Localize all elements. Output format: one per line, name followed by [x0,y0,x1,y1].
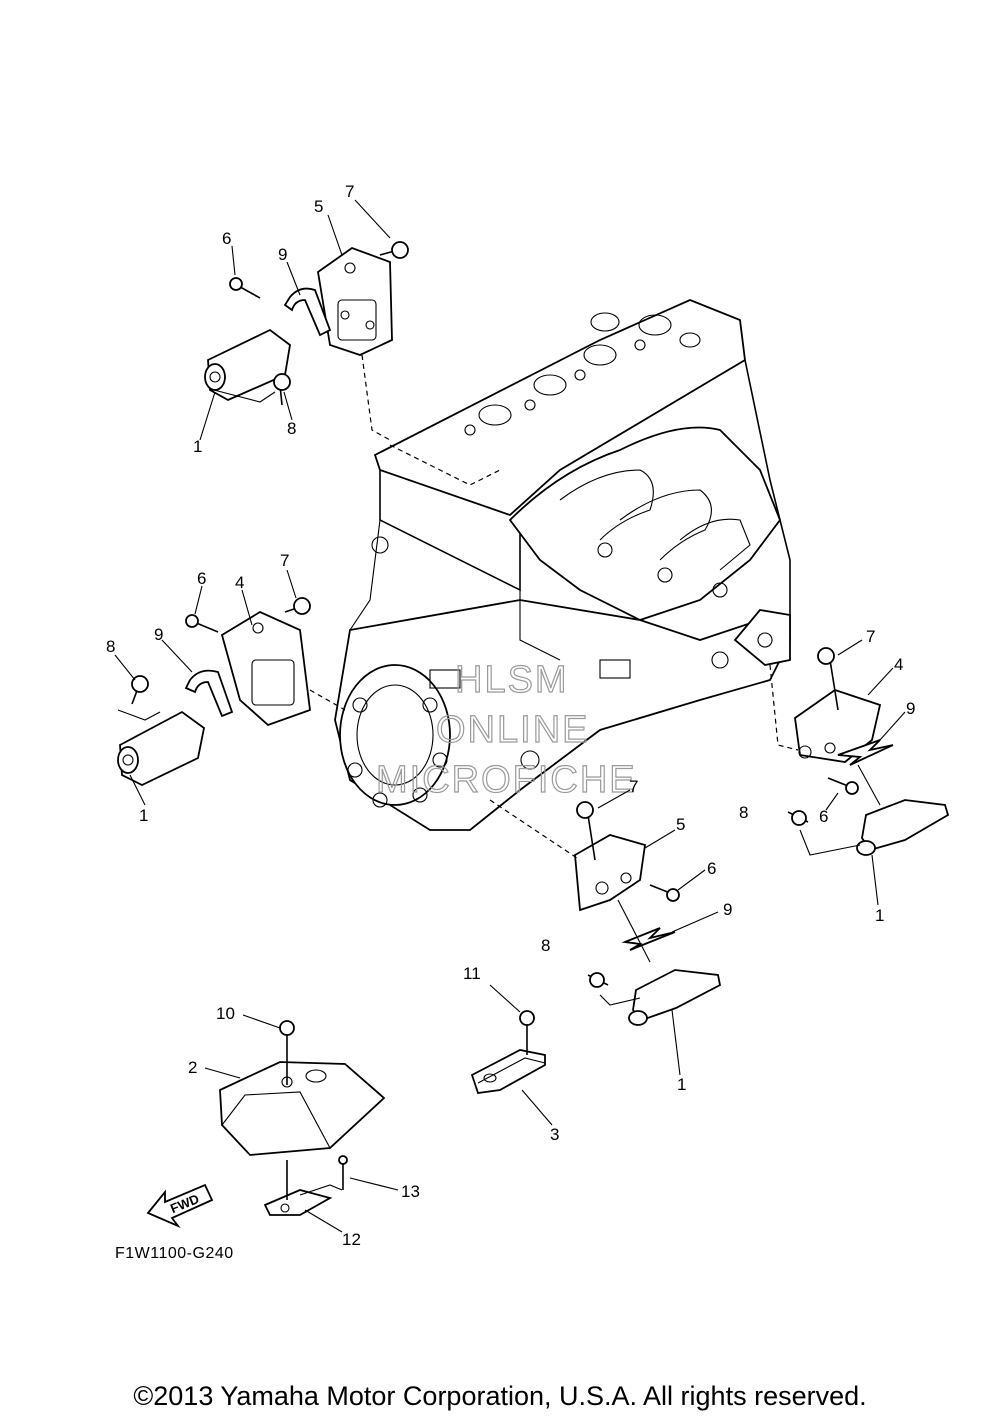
fwd-arrow-icon: FWD [146,1183,214,1229]
callout-12: 12 [342,1230,361,1249]
watermark-line-2: ONLINE [436,709,589,751]
upper-left-mount-assembly [199,199,409,441]
copyright-notice: ©2013 Yamaha Motor Corporation, U.S.A. A… [133,1381,867,1411]
callout-3: 3 [550,1125,559,1144]
callout-1: 1 [139,806,148,825]
callout-8: 8 [106,637,115,656]
callout-9: 9 [723,900,732,919]
callout-8: 8 [541,936,550,955]
callout-7: 7 [345,182,354,201]
callout-6: 6 [222,229,231,248]
callout-9: 9 [278,245,287,264]
callout-7: 7 [280,551,289,570]
callout-5: 5 [314,197,323,216]
callout-1: 1 [193,437,202,456]
callout-13: 13 [401,1182,420,1201]
bottom-parts [204,984,553,1233]
engine-block [334,299,792,831]
center-front-mount-assembly [489,789,722,1076]
callout-6: 6 [197,569,206,588]
callout-4: 4 [894,655,903,674]
callout-9: 9 [906,699,915,718]
drawing-code: F1W1100-G240 [115,1245,234,1262]
callout-1: 1 [875,906,884,925]
callouts: 5 7 6 9 1 8 4 7 6 9 8 1 7 4 9 6 8 1 7 5 … [106,182,915,1249]
callout-7: 7 [866,627,875,646]
callout-6: 6 [707,859,716,878]
callout-1: 1 [677,1075,686,1094]
callout-6: 6 [819,807,828,826]
callout-9: 9 [154,625,163,644]
callout-8: 8 [287,419,296,438]
watermark-line-3: MICROFICHE [376,759,637,801]
lower-left-mount-assembly [114,569,346,806]
callout-4: 4 [235,573,244,592]
watermark-line-1: HLSM [455,659,569,701]
watermark: HLSM ONLINE MICROFICHE [375,658,637,801]
callout-7: 7 [629,777,638,796]
callout-10: 10 [216,1004,235,1023]
right-rear-mount-assembly [769,639,950,906]
callout-2: 2 [188,1058,197,1077]
callout-8: 8 [739,803,748,822]
callout-5: 5 [676,815,685,834]
callout-11: 11 [463,964,481,983]
